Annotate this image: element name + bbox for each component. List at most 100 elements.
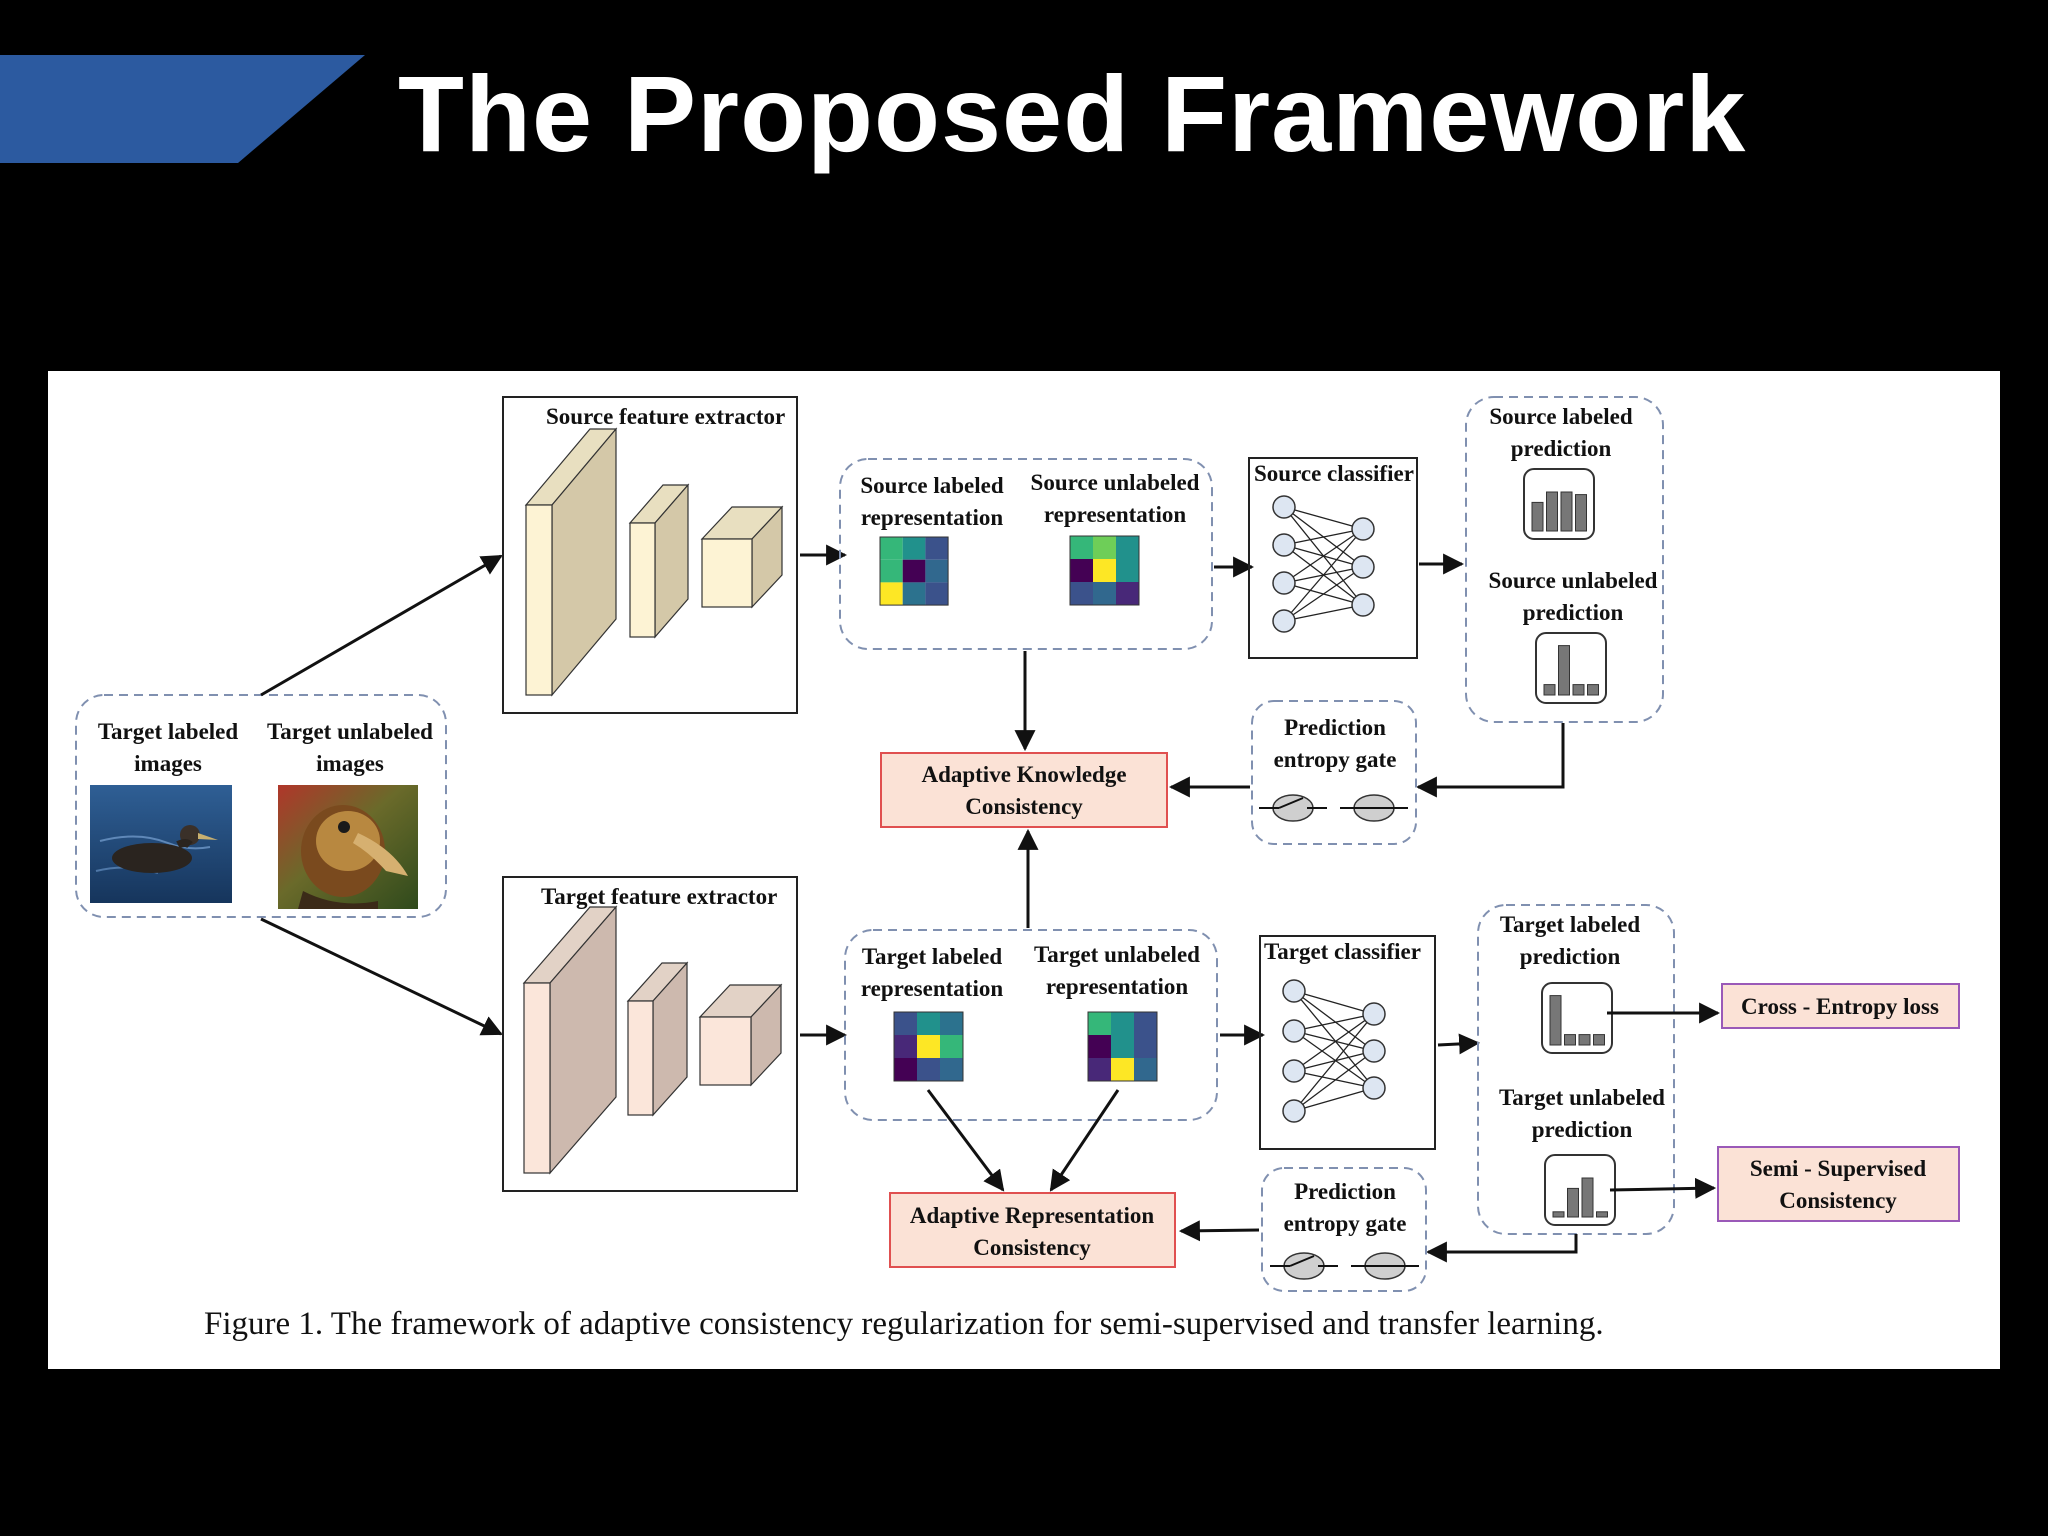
heatmap-cell: [902, 537, 926, 560]
heatmap-cell: [925, 582, 949, 606]
histogram-bar: [1572, 684, 1585, 696]
network-edge: [1293, 990, 1375, 1015]
histogram-bar: [1531, 501, 1544, 532]
histogram-bar: [1578, 1034, 1591, 1046]
heatmap-cell: [1134, 1012, 1157, 1035]
target-representation-group: Target labeled representation Target unl…: [844, 929, 1218, 1121]
heatmap-cell: [902, 582, 926, 606]
network-output-node: [1362, 1039, 1386, 1063]
network-input-node: [1282, 1099, 1306, 1123]
histogram-bar: [1558, 645, 1570, 696]
target-images-group: Target labeled images Target unlabeled i…: [75, 694, 447, 918]
heatmap-cell: [894, 1012, 917, 1035]
framework-figure: Target labeled images Target unlabeled i…: [48, 371, 2000, 1369]
source-unlabeled-heatmap: [1069, 535, 1140, 606]
heatmap-cell: [940, 1035, 963, 1058]
source-conv-block-3: [700, 505, 784, 609]
heatmap-cell: [880, 559, 903, 583]
source-conv-block-1: [524, 427, 618, 697]
network-edge: [1293, 990, 1375, 1089]
network-input-node: [1272, 609, 1296, 633]
figure-caption: Figure 1. The framework of adaptive cons…: [204, 1306, 1604, 1342]
source-classifier-network: [1272, 495, 1375, 633]
heatmap-cell: [1116, 536, 1139, 559]
arrow-gate-to-arc: [1178, 1220, 1260, 1242]
heatmap-cell: [917, 1012, 940, 1035]
target-unlabeled-repr-label-1: Target unlabeled: [1034, 942, 1200, 967]
target-conv-block-3: [698, 983, 783, 1087]
target-unlabeled-pred-histogram: [1544, 1154, 1616, 1226]
histogram-bar: [1587, 684, 1599, 696]
gate-bottom-switch-open: [1270, 1252, 1338, 1280]
histogram-bar: [1596, 1211, 1608, 1218]
source-labeled-pred-histogram: [1523, 468, 1595, 540]
network-edge: [1293, 990, 1375, 1052]
heatmap-cell: [1134, 1058, 1157, 1081]
cross-entropy-loss-box: Cross - Entropy loss: [1721, 983, 1960, 1029]
network-edge: [1283, 604, 1364, 622]
heatmap-cell: [940, 1012, 963, 1035]
unlabeled-bird-image: [278, 785, 418, 909]
network-edge: [1293, 1013, 1375, 1112]
heatmap-cell: [1111, 1012, 1134, 1035]
source-labeled-pred-label-2: prediction: [1511, 436, 1612, 461]
target-extractor-label: Target feature extractor: [541, 884, 777, 909]
source-feature-extractor: Source feature extractor: [502, 396, 798, 714]
network-input-node: [1282, 1019, 1306, 1043]
histogram-bar: [1575, 494, 1587, 532]
target-classifier-border: [1259, 935, 1436, 1150]
gate-top-switch-open: [1259, 794, 1327, 822]
histogram-bar: [1567, 1187, 1579, 1218]
heatmap-cell: [1116, 582, 1139, 605]
gate-top-border: [1251, 700, 1417, 845]
target-prediction-group: Target labeled prediction Target unlabel…: [1477, 904, 1675, 1235]
source-pred-border: [1465, 396, 1664, 723]
heatmap-cell: [1088, 1035, 1111, 1058]
gate-top-label-2: entropy gate: [1274, 747, 1397, 772]
network-edge: [1293, 1070, 1375, 1089]
prediction-entropy-gate-top: Prediction entropy gate: [1251, 700, 1417, 845]
source-classifier-label: Source classifier: [1254, 461, 1414, 486]
source-labeled-repr-label-2: representation: [861, 505, 1003, 530]
slide-title: The Proposed Framework: [398, 53, 1747, 174]
network-edge: [1293, 1030, 1375, 1089]
target-unlabeled-images-label-1: Target unlabeled: [267, 719, 433, 744]
prediction-entropy-gate-bottom: Prediction entropy gate: [1261, 1167, 1427, 1292]
source-labeled-repr-label-1: Source labeled: [860, 473, 1004, 498]
histogram-bar: [1549, 995, 1562, 1046]
slide-accent-shape: [0, 55, 365, 163]
source-classifier-border: [1248, 457, 1418, 659]
ssc-label-1: Semi - Supervised: [1750, 1156, 1927, 1181]
target-labeled-pred-histogram: [1541, 982, 1613, 1054]
arc-label-2: Consistency: [973, 1235, 1091, 1260]
heatmap-cell: [1111, 1058, 1134, 1081]
source-labeled-pred-label-1: Source labeled: [1489, 404, 1633, 429]
framework-diagram: Target labeled images Target unlabeled i…: [75, 396, 1960, 1342]
network-input-node: [1282, 1059, 1306, 1083]
network-edge: [1293, 1050, 1375, 1072]
target-classifier-network: [1282, 979, 1386, 1123]
source-unlabeled-pred-histogram: [1535, 632, 1607, 704]
arc-label-1: Adaptive Representation: [910, 1203, 1154, 1228]
histogram-bar: [1593, 1034, 1605, 1046]
gate-bottom-label-1: Prediction: [1294, 1179, 1396, 1204]
network-edge: [1293, 1013, 1375, 1072]
arrow-target-unlabeled-repr-to-arc: [1049, 1089, 1120, 1192]
source-representation-group: Source labeled representation Source unl…: [839, 458, 1213, 650]
gate-bottom-label-2: entropy gate: [1284, 1211, 1407, 1236]
network-output-node: [1362, 1076, 1386, 1100]
target-labeled-images-label-1: Target labeled: [98, 719, 239, 744]
adaptive-knowledge-consistency-box: Adaptive Knowledge Consistency: [880, 752, 1168, 828]
gate-top-switch-closed: [1340, 794, 1408, 822]
network-input-node: [1282, 979, 1306, 1003]
target-extractor-border: [502, 876, 798, 1192]
heatmap-cell: [1088, 1012, 1111, 1035]
network-output-node: [1351, 555, 1375, 579]
source-repr-border: [839, 458, 1213, 650]
heatmap-cell: [1093, 559, 1116, 582]
target-unlabeled-pred-label-2: prediction: [1532, 1117, 1633, 1142]
target-unlabeled-heatmap: [1087, 1011, 1158, 1082]
heatmap-frame: [893, 1011, 964, 1082]
arrow-input-to-target-extractor: [260, 917, 503, 1036]
arrow-target-classifier-to-pred: [1437, 1033, 1481, 1055]
